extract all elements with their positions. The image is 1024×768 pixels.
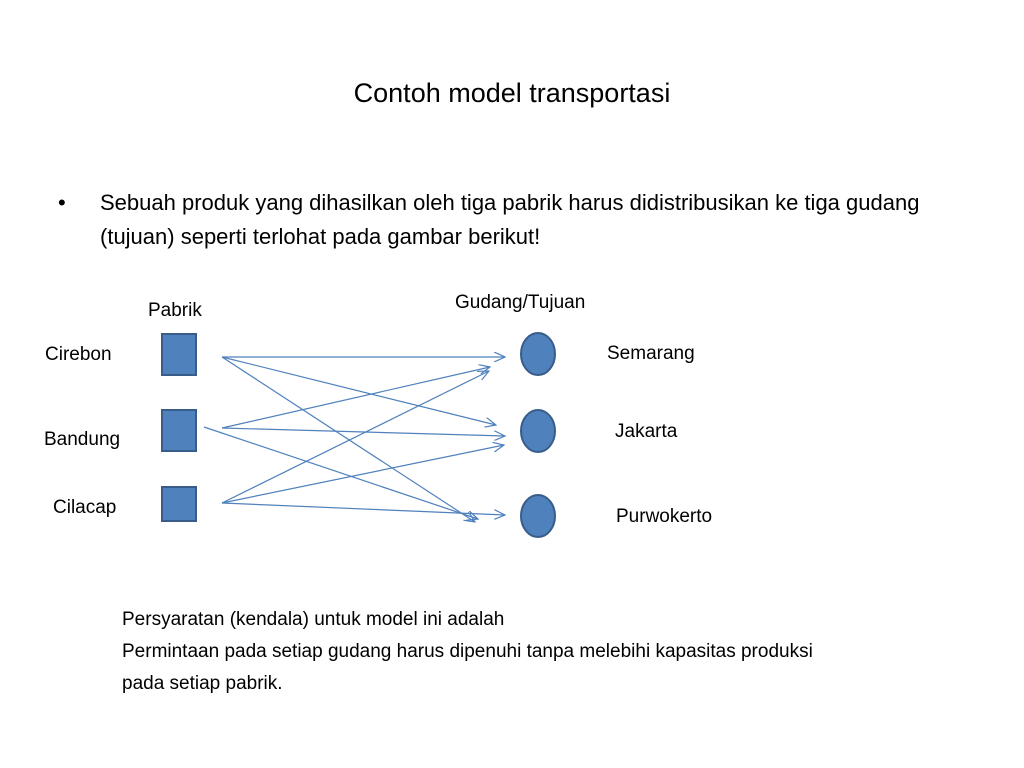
factory-label-cirebon: Cirebon [45, 344, 112, 365]
arrow-cirebon-jakarta [221, 356, 496, 425]
factory-node-cirebon [161, 333, 197, 376]
warehouse-label-jakarta: Jakarta [615, 421, 678, 442]
warehouse-label-semarang: Semarang [607, 343, 695, 364]
arrow-bandung-purwokerto [203, 426, 478, 519]
bullet-text: Sebuah produk yang dihasilkan oleh tiga … [100, 190, 920, 249]
warehouse-node-purwokerto [520, 494, 556, 538]
warehouses-heading: Gudang/Tujuan [455, 292, 586, 313]
factories-heading: Pabrik [148, 300, 202, 321]
warehouse-label-purwokerto: Purwokerto [616, 506, 713, 527]
warehouse-node-jakarta [520, 409, 556, 453]
arrow-cilacap-semarang [221, 371, 489, 504]
arrow-bandung-jakarta [221, 427, 505, 436]
constraints-line-2: Permintaan pada setiap gudang harus dipe… [122, 641, 813, 662]
warehouse-node-semarang [520, 332, 556, 376]
constraints-line-1: Persyaratan (kendala) untuk model ini ad… [122, 609, 505, 630]
arrow-cilacap-purwokerto [221, 502, 505, 515]
factory-node-cilacap [161, 486, 197, 522]
constraints-line-3: pada setiap pabrik. [122, 673, 283, 694]
factory-node-bandung [161, 409, 197, 452]
slide-title: Contoh model transportasi [353, 78, 671, 108]
factory-label-cilacap: Cilacap [53, 497, 117, 518]
arrow-cirebon-purwokerto [221, 356, 475, 522]
arrow-cilacap-jakarta [221, 445, 504, 504]
bullet-icon: • [58, 190, 66, 215]
constraints-note: Persyaratan (kendala) untuk model ini ad… [122, 604, 1002, 700]
arrow-bandung-semarang [221, 367, 490, 429]
factory-label-bandung: Bandung [44, 429, 121, 450]
